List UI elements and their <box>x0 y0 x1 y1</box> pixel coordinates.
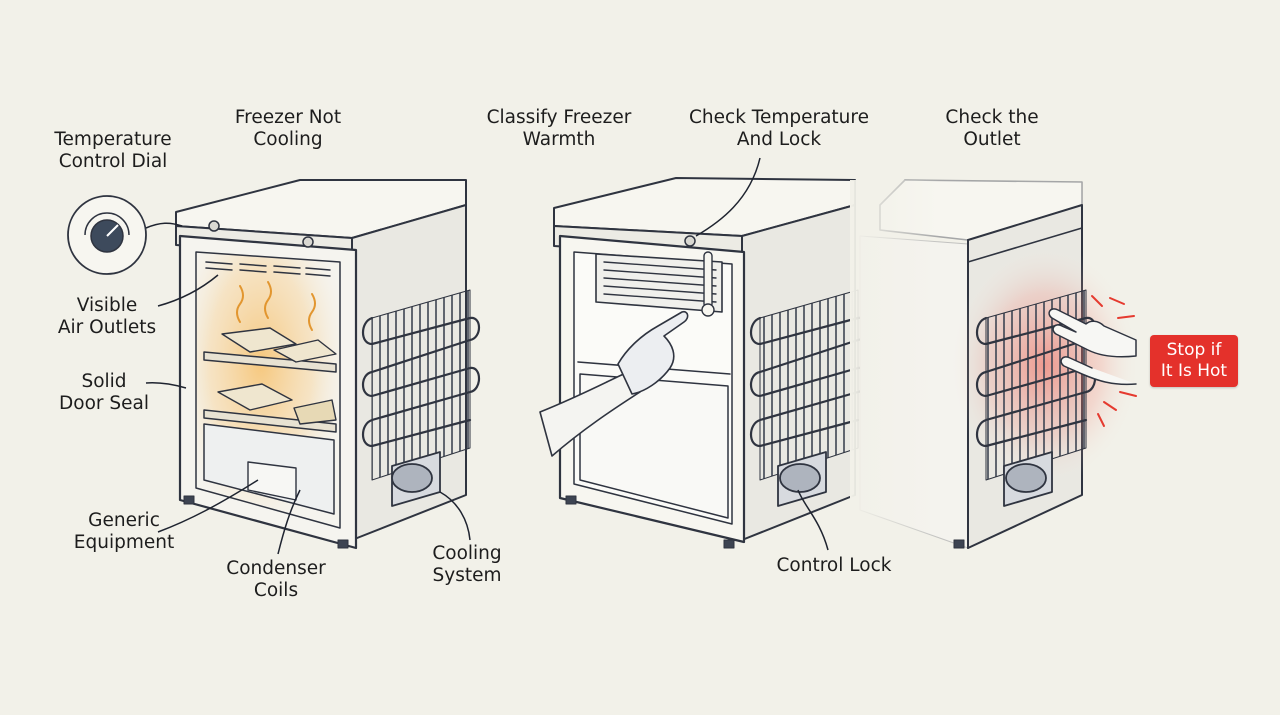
thermometer-icon <box>701 251 715 317</box>
temperature-dial-icon <box>67 195 147 275</box>
heading-check-the-outlet: Check the Outlet <box>945 107 1039 150</box>
check-outlet-unit <box>850 179 1140 549</box>
heading-classify-freezer-warmth: Classify Freezer Warmth <box>486 107 632 150</box>
callout-temperature-control-dial: Temperature Control Dial <box>54 129 172 172</box>
leader-lines-middle <box>695 157 829 551</box>
callout-visible-air-outlets: Visible Air Outlets <box>57 295 157 338</box>
callout-solid-door-seal: Solid Door Seal <box>59 371 149 414</box>
hand-icon <box>1048 308 1137 386</box>
callout-cooling-system: Cooling System <box>432 543 502 586</box>
leader-lines-left <box>145 222 471 555</box>
heat-wave-icon <box>1091 295 1137 427</box>
heading-check-temperature-and-lock: Check Temperature And Lock <box>689 107 869 150</box>
freezer-not-cooling-unit <box>175 179 481 550</box>
compressor-icon <box>1003 451 1053 507</box>
callout-control-lock: Control Lock <box>776 555 892 576</box>
classify-freezer-warmth-unit <box>539 177 869 549</box>
hand-icon <box>539 310 689 457</box>
compressor-icon <box>391 451 441 507</box>
stop-if-hot-badge: Stop if It Is Hot <box>1150 335 1238 387</box>
compressor-icon <box>777 451 827 507</box>
callout-condenser-coils: Condenser Coils <box>226 558 326 601</box>
callout-generic-equipment: Generic Equipment <box>73 510 175 553</box>
heading-freezer-not-cooling: Freezer Not Cooling <box>234 107 342 150</box>
